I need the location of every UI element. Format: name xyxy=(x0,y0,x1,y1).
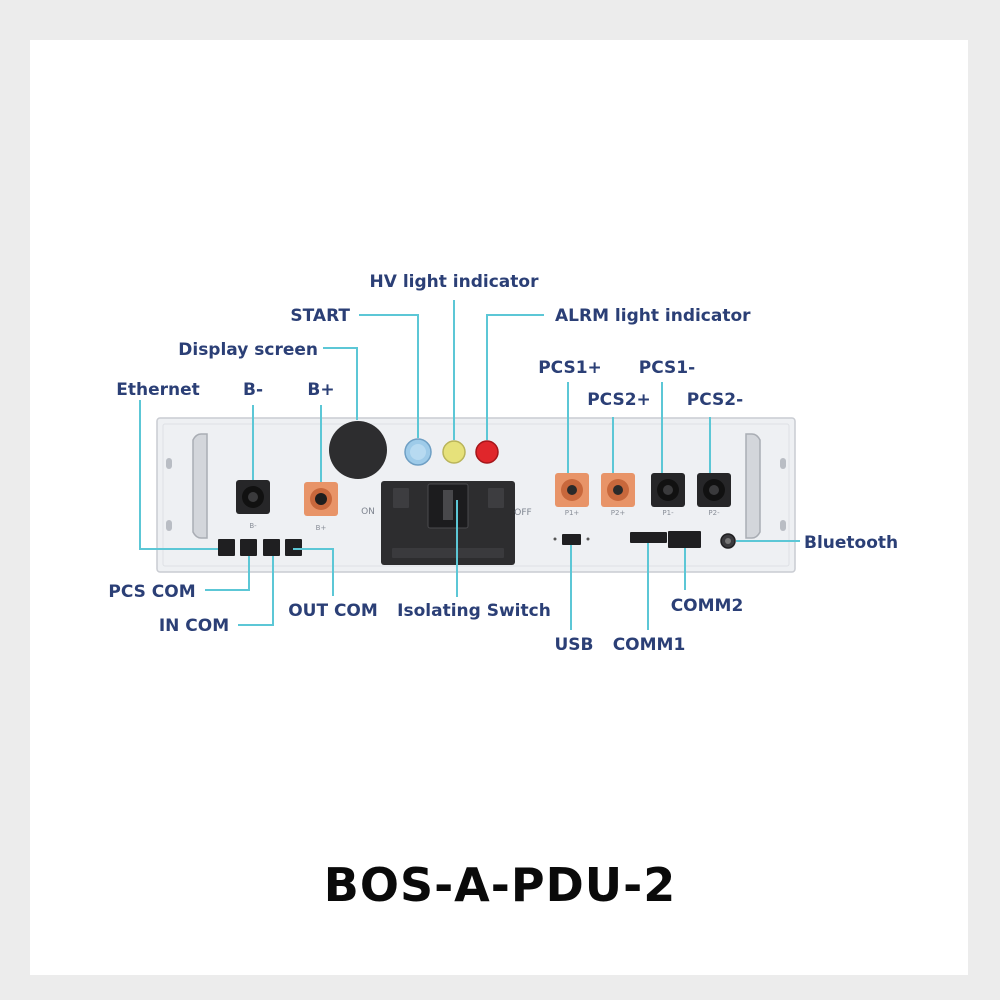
p1-minus-terminal[interactable]: P1- xyxy=(651,473,685,517)
b-minus-terminal[interactable]: B- xyxy=(236,480,270,530)
label-ethernet: Ethernet xyxy=(116,380,200,400)
left-handle xyxy=(192,433,208,539)
label-comm1: COMM1 xyxy=(613,635,686,655)
hv-light xyxy=(442,440,466,464)
label-b-plus: B+ xyxy=(307,380,334,400)
label-pcs1-plus: PCS1+ xyxy=(538,358,602,378)
panel-mark-p1-minus: P1- xyxy=(662,509,674,517)
label-hv-light-indicator: HV light indicator xyxy=(370,272,540,292)
panel-mark-on: ON xyxy=(361,507,375,517)
display-screen xyxy=(329,421,387,479)
label-out-com: OUT COM xyxy=(288,601,378,621)
label-pcs2-plus: PCS2+ xyxy=(587,390,651,410)
usb-port[interactable] xyxy=(553,534,590,545)
p2-minus-terminal[interactable]: P2- xyxy=(697,473,731,517)
label-in-com: IN COM xyxy=(159,616,229,636)
label-bluetooth: Bluetooth xyxy=(804,533,898,553)
label-pcs1-minus: PCS1- xyxy=(639,358,695,378)
p2-plus-terminal[interactable]: P2+ xyxy=(601,473,635,517)
comm2-port[interactable] xyxy=(668,531,701,548)
label-pcs-com: PCS COM xyxy=(108,582,195,602)
pcs-com-port[interactable] xyxy=(240,539,257,556)
panel-mark-b-plus: B+ xyxy=(316,524,327,532)
label-isolating-switch: Isolating Switch xyxy=(397,601,551,621)
alarm-light xyxy=(475,440,499,464)
label-start: START xyxy=(290,306,350,326)
model-name: BOS-A-PDU-2 xyxy=(323,858,677,912)
label-display-screen: Display screen xyxy=(178,340,318,360)
out-com-port[interactable] xyxy=(285,539,302,556)
ethernet-port[interactable] xyxy=(218,539,235,556)
start-button[interactable] xyxy=(404,438,432,466)
label-comm2: COMM2 xyxy=(671,596,744,616)
label-b-minus: B- xyxy=(243,380,263,400)
label-usb: USB xyxy=(554,635,593,655)
b-plus-terminal[interactable]: B+ xyxy=(304,482,338,532)
right-handle xyxy=(745,433,761,539)
panel-mark-p1-plus: P1+ xyxy=(565,509,580,517)
in-com-port[interactable] xyxy=(263,539,280,556)
isolating-switch[interactable]: ON OFF xyxy=(361,481,532,565)
panel-mark-b-minus: B- xyxy=(249,522,257,530)
comm1-port[interactable] xyxy=(630,532,667,543)
p1-plus-terminal[interactable]: P1+ xyxy=(555,473,589,517)
label-alrm-light-indicator: ALRM light indicator xyxy=(555,306,751,326)
panel-mark-p2-minus: P2- xyxy=(708,509,720,517)
bluetooth-antenna[interactable] xyxy=(720,533,736,549)
leader-lines xyxy=(139,300,800,630)
panel-mark-p2-plus: P2+ xyxy=(611,509,626,517)
panel-mark-off: OFF xyxy=(514,508,531,518)
label-pcs2-minus: PCS2- xyxy=(687,390,743,410)
